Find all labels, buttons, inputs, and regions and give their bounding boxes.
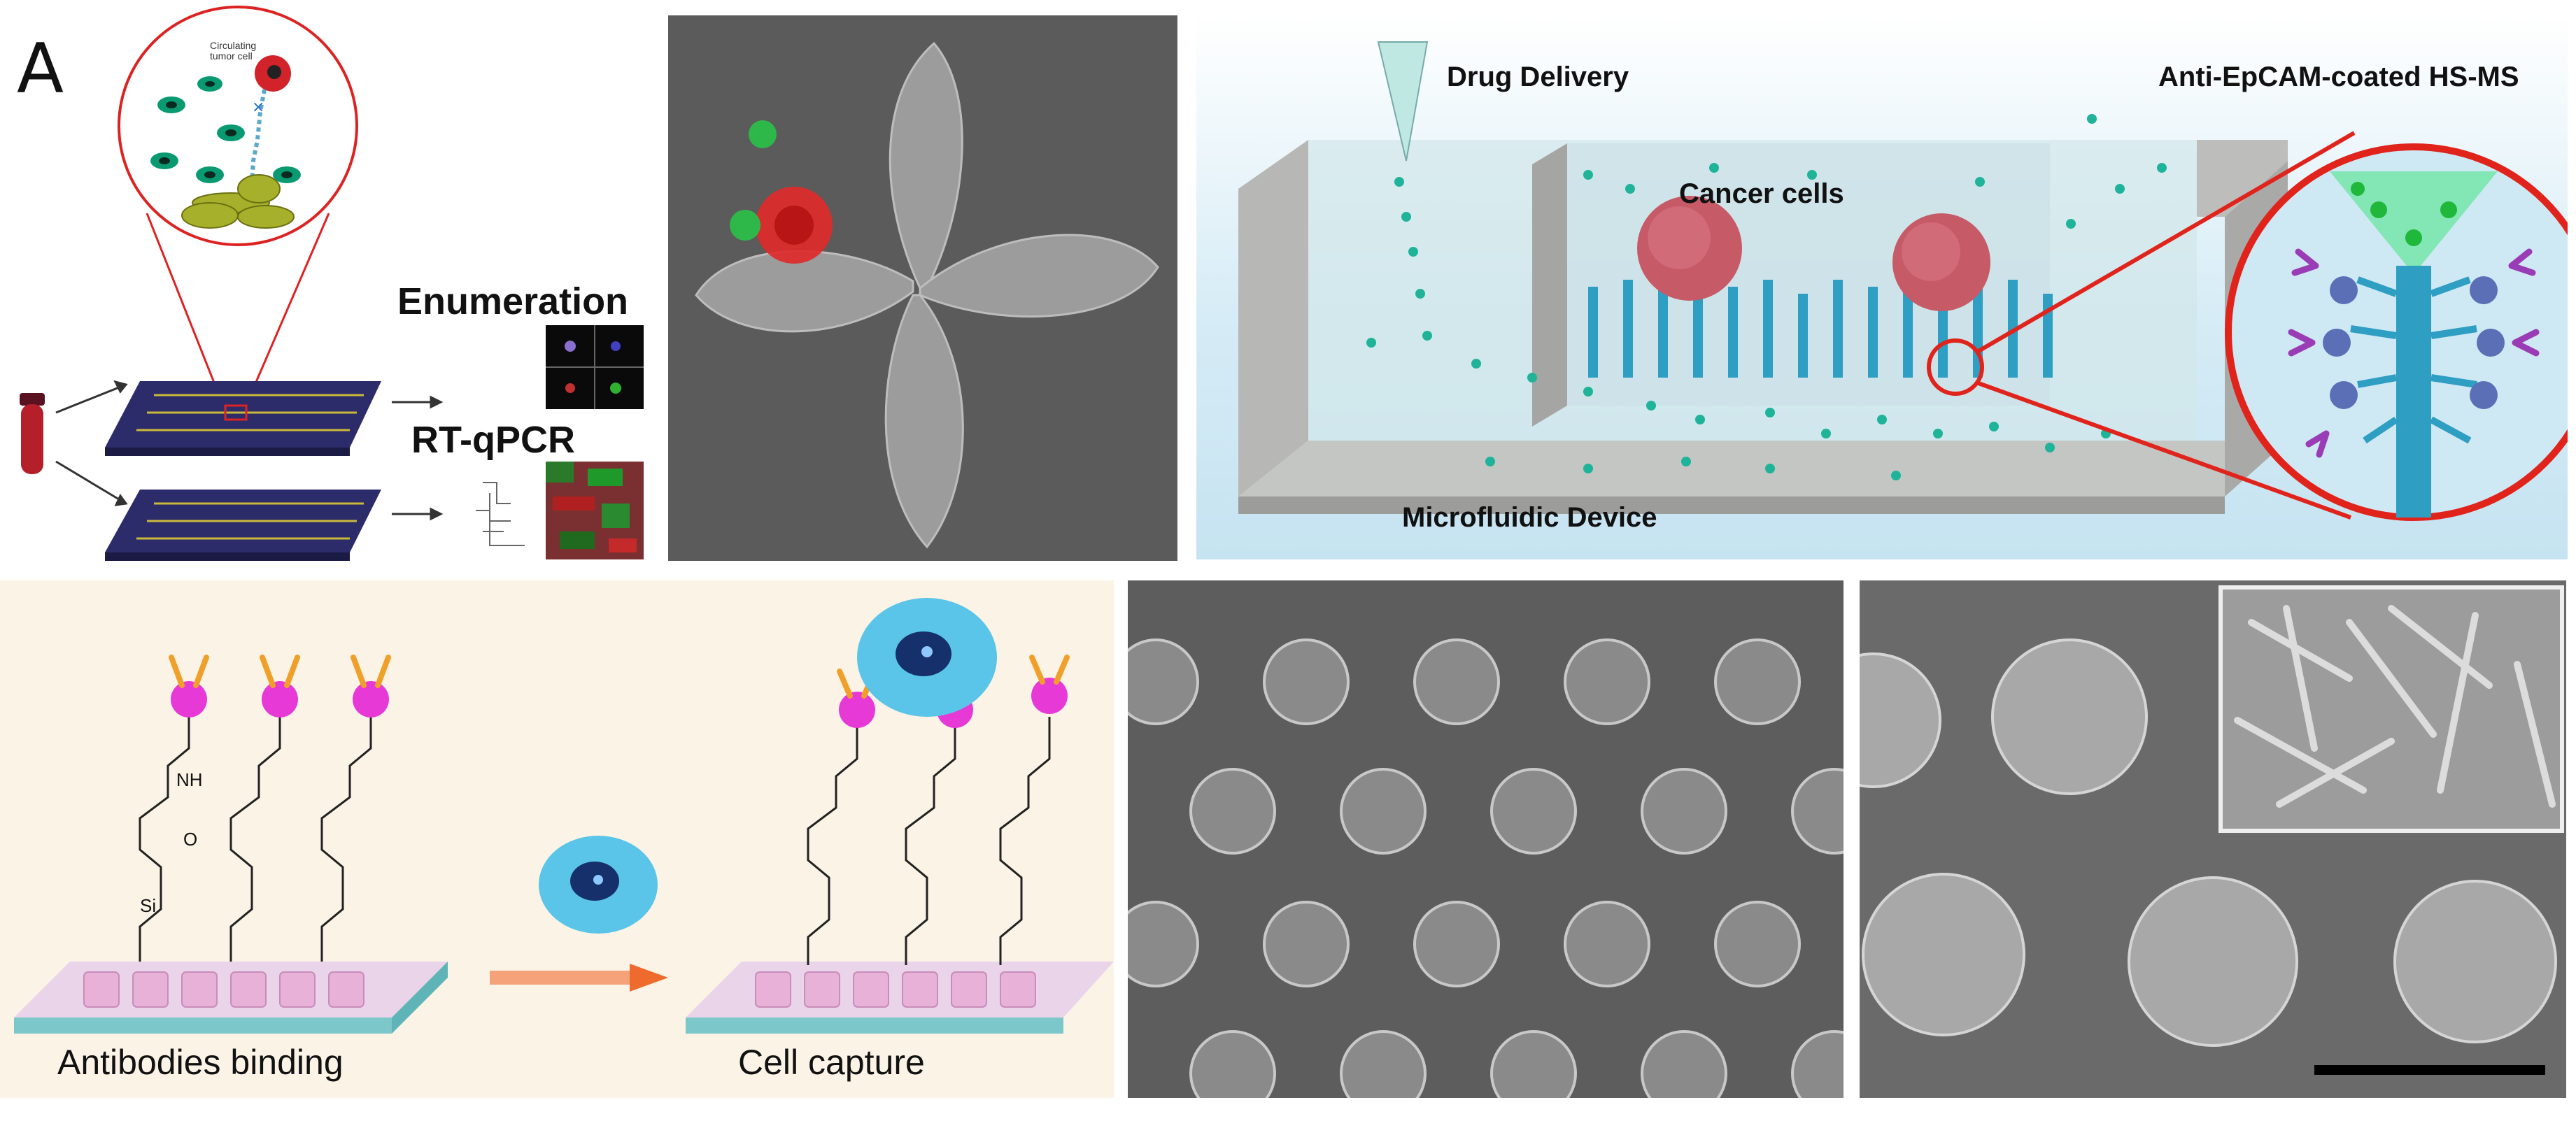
sem-inset: [2218, 585, 2564, 833]
rtqpcr-label: RT-qPCR: [411, 419, 575, 461]
sem-disks-1: [1128, 638, 1843, 1098]
nh-label-1: NH: [176, 769, 203, 790]
antibodies-binding-label: Antibodies binding: [57, 1043, 344, 1082]
si-label-1: Si: [140, 895, 157, 916]
dropper-icon: [1377, 41, 1429, 162]
linker-chains-left: [139, 706, 372, 962]
flower-pad-icon: [181, 174, 295, 229]
substrate-left: [14, 962, 448, 1034]
substrate-right: [686, 962, 1114, 1034]
drug-delivery-label: Drug Delivery: [1447, 62, 1629, 92]
o-label-1: O: [183, 829, 198, 850]
scale-bar: [2314, 1065, 2545, 1075]
nanorods: [2234, 605, 2556, 808]
cell-capture-label: Cell capture: [738, 1043, 925, 1082]
panel-a-letter: A: [17, 29, 64, 109]
cancer-cells-label: Cancer cells: [1679, 178, 1844, 209]
pillars: [1588, 273, 2053, 378]
enumeration-label: Enumeration: [397, 280, 629, 322]
blood-tube-icon: [20, 393, 45, 474]
zoom-small-circle: [1927, 338, 1984, 396]
cell-green-2: [730, 210, 760, 241]
hs-ms-pillar: [2396, 266, 2431, 517]
antibodies-left: [169, 655, 391, 718]
svg-text:×: ×: [252, 99, 264, 116]
rtqpcr-heatmap: [476, 462, 644, 559]
sem-disks-2: [1860, 585, 2564, 1075]
cell-green-1: [749, 120, 777, 148]
linker-chains-right: [807, 717, 1051, 965]
anti-epcam-label: Anti-EpCAM-coated HS-MS: [2158, 62, 2519, 92]
clover-pad: [695, 41, 1159, 549]
zoom-cell-label: Circulating tumor cell: [210, 40, 257, 62]
chip-2: [105, 490, 381, 561]
microfluidic-label: Microfluidic Device: [1402, 502, 1657, 533]
enumeration-image: [546, 325, 644, 409]
panel-c-schematic: [0, 580, 1114, 1098]
panel-a-micrograph: [668, 15, 1177, 561]
sem-image-pillars-low: [1128, 580, 1843, 1098]
process-arrow-icon: [490, 964, 668, 992]
panel-a-schematic: ×: [20, 6, 644, 561]
panel-b-diagram: [1196, 14, 2568, 559]
chip-1: [105, 381, 381, 456]
sem-image-pillars-high: [1860, 580, 2566, 1098]
